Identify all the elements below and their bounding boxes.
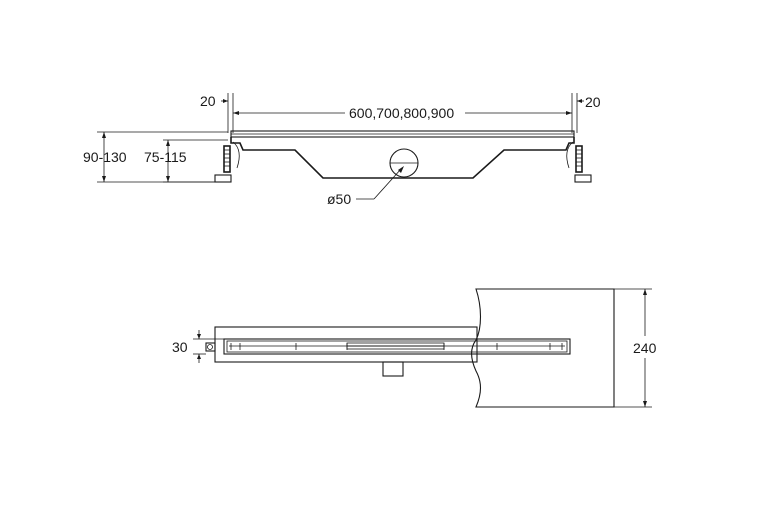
gap-right-label: 20 [585,94,601,110]
inner-height-label: 75-115 [144,149,187,165]
gap-left-label: 20 [200,93,216,109]
wall-slab [470,288,615,408]
drain-channel-top [205,326,571,377]
outlet-diameter-callout: ø50 [327,166,404,207]
length-dimension: 20 600,700,800,900 20 [200,93,601,133]
top-view: 30 240 [172,288,657,408]
right-foot [566,141,592,183]
outlet-diameter-label: ø50 [327,191,351,207]
drain-channel-side [230,130,575,179]
inner-height-dimension: 75-115 [144,139,228,183]
width-dimension: 30 [172,330,226,363]
width-label: 30 [172,339,188,355]
slab-height-label: 240 [633,340,657,356]
outer-height-label: 90-130 [83,149,127,165]
side-view: 20 600,700,800,900 20 90-130 75-115 [83,93,601,207]
left-foot [214,141,240,183]
slab-height-dimension: 240 [614,288,657,408]
length-label: 600,700,800,900 [349,105,454,121]
